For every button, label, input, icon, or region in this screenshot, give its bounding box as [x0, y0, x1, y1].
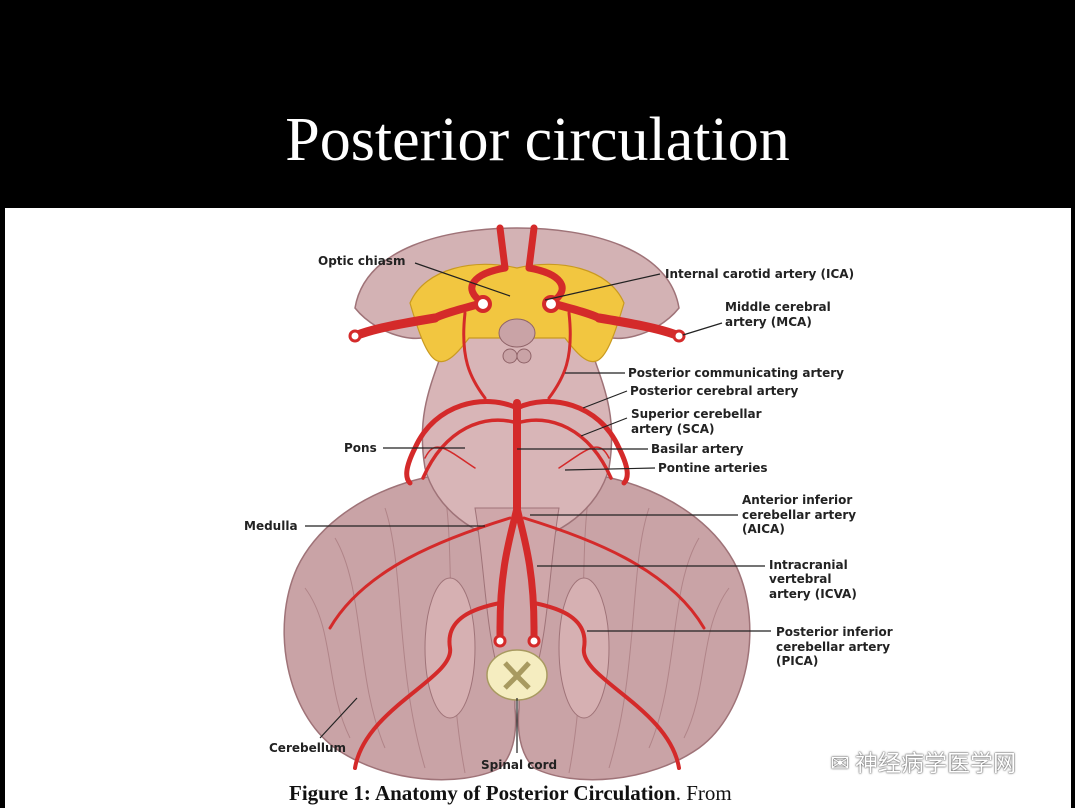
label-icva-line1: Intracranial [769, 558, 848, 572]
label-aica-line1: Anterior inferior [742, 493, 852, 507]
label-icva-line3: artery (ICVA) [769, 587, 857, 601]
label-mca-line1: Middle cerebral [725, 300, 831, 314]
label-optic-chiasm: Optic chiasm [318, 254, 405, 268]
label-basilar: Basilar artery [651, 442, 744, 456]
label-mca-line2: artery (MCA) [725, 315, 812, 329]
figure-panel: Optic chiasm Internal carotid artery (IC… [5, 208, 1071, 808]
label-spinal-cord: Spinal cord [481, 758, 557, 772]
forebrain-shape [354, 227, 680, 364]
label-icva-line2: vertebral [769, 572, 831, 586]
label-pica-line1: Posterior inferior [776, 625, 893, 639]
label-cerebellum: Cerebellum [269, 741, 346, 755]
label-pontine: Pontine arteries [658, 461, 768, 475]
label-pca: Posterior cerebral artery [630, 384, 798, 398]
vessel-cross-sections [348, 295, 686, 648]
leader-lines [305, 262, 771, 753]
label-aica-line2: cerebellar artery [742, 508, 856, 522]
watermark: ✉神经病学医学网 [825, 744, 1016, 778]
caption-bold: Figure 1: Anatomy of Posterior Circulati… [289, 781, 676, 805]
slide-title: Posterior circulation [285, 106, 790, 174]
wechat-icon: ✉ [830, 751, 850, 777]
label-sca-line2: artery (SCA) [631, 422, 715, 436]
label-medulla: Medulla [244, 519, 298, 533]
caption-rest: . From [675, 781, 732, 805]
spinal-cord-shape [486, 649, 548, 701]
figure-caption: Figure 1: Anatomy of Posterior Circulati… [289, 781, 732, 806]
anatomy-diagram: Optic chiasm Internal carotid artery (IC… [244, 224, 893, 781]
label-ica: Internal carotid artery (ICA) [665, 267, 854, 281]
label-pcom: Posterior communicating artery [628, 366, 844, 380]
label-pica-line2: cerebellar artery [776, 640, 890, 654]
label-sca-line1: Superior cerebellar [631, 407, 762, 421]
artery-network [328, 224, 706, 770]
label-pica-line3: (PICA) [776, 654, 818, 668]
label-pons: Pons [344, 441, 377, 455]
label-aica-line3: (AICA) [742, 522, 785, 536]
watermark-text: 神经病学医学网 [855, 751, 1016, 777]
